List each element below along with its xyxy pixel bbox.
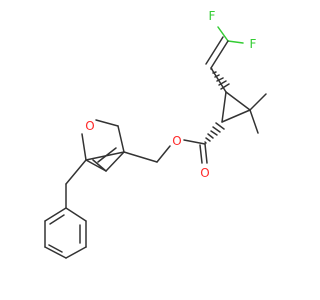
ester-group: O O	[156, 134, 210, 180]
bond-methyl-1	[249, 93, 267, 111]
bond-ring-c	[221, 91, 227, 123]
bond-o-ch2	[156, 145, 171, 163]
bond-furan-3	[81, 133, 87, 161]
bond-c-o-ester	[183, 139, 206, 145]
bond-ring-a	[225, 91, 251, 111]
bond-methyl-2	[249, 109, 259, 134]
stereo-hash-bond-vinyl	[210, 68, 230, 90]
bond-furan-4-inner	[97, 147, 117, 163]
atom-o-ester: O	[172, 134, 181, 148]
bond-benzene-4	[44, 246, 67, 259]
difluorovinyl-group: F F	[205, 9, 257, 93]
bond-furan-7	[85, 159, 107, 172]
bond-carbonyl-a	[204, 143, 208, 164]
atom-o-carbonyl: O	[200, 166, 209, 180]
atom-o-furan: O	[85, 119, 94, 133]
bond-furan-1	[117, 125, 125, 153]
bond-benzene-inner-3	[49, 214, 65, 225]
bond-benzene-inner-2	[48, 244, 63, 253]
bond-f1-c	[217, 26, 229, 42]
molecule-structure: F F O O	[44, 9, 267, 259]
stereo-hash-bond-carboxyl	[204, 122, 225, 144]
bond-benzene-1	[65, 207, 87, 222]
bond-ch2-furan	[123, 151, 158, 163]
atom-f2: F	[250, 37, 257, 51]
atom-f1: F	[209, 9, 216, 23]
bond-furan-6	[105, 151, 125, 172]
bond-ring-b	[221, 109, 251, 123]
cyclopropane-ring	[221, 91, 267, 134]
bond-carbonyl-b	[199, 144, 203, 164]
bond-benzene-6	[44, 207, 67, 222]
furan-ring: O	[81, 119, 125, 172]
bond-benzene-3	[65, 246, 87, 259]
benzene-ring	[44, 207, 87, 259]
bond-vinyl-double-a	[210, 40, 229, 69]
bond-vinyl-double-b	[205, 36, 224, 65]
bond-furan-2	[95, 119, 119, 127]
bond-furan-ch2	[65, 159, 87, 185]
bond-f2-c	[227, 40, 244, 44]
